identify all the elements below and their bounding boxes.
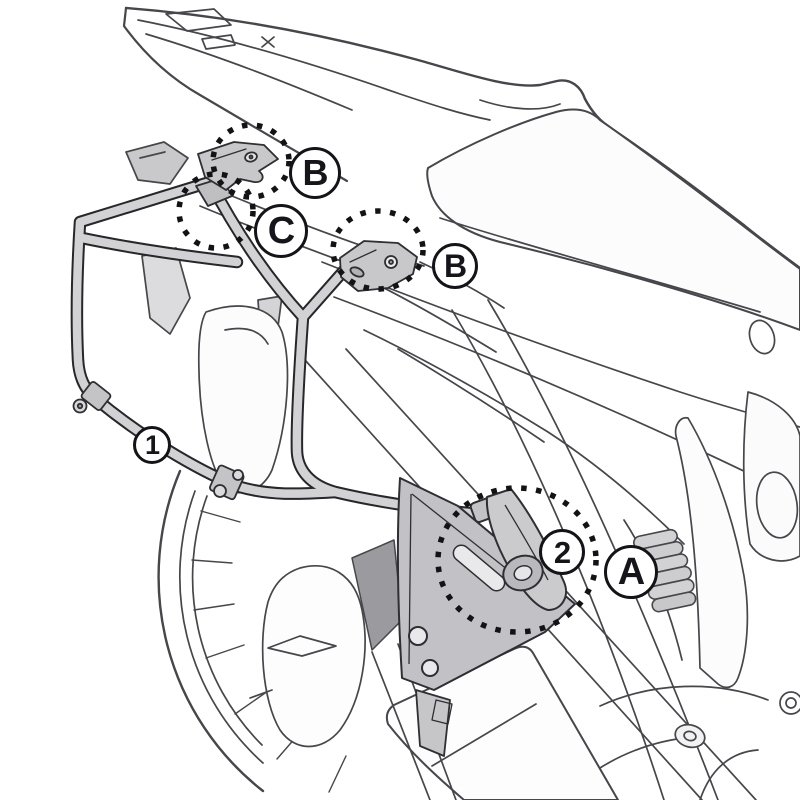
mounting-bracket-rear [339,240,418,292]
side-panels [125,141,289,494]
callout-step-1-label: 1 [144,429,160,460]
callout-step-2: 2 [539,529,585,575]
footpeg-arm [485,488,567,611]
motorcycle-line-art [122,6,800,800]
callout-step-1: 1 [133,426,171,464]
callout-b-lower: B [432,243,478,289]
frame-and-engine-right [559,319,800,800]
callout-b-lower-label: B [443,248,467,284]
footpeg-bracket [396,477,576,757]
highlight-rear-bracket-zone [330,208,426,292]
mounting-bracket-upper [195,141,279,207]
callout-c-label: C [267,210,295,252]
rack-front-clamp [72,381,112,414]
callout-b-upper-label: B [302,152,329,193]
ribbed-damper [633,528,697,613]
highlight-center-bracket-zone [176,171,256,251]
callout-a: A [604,545,658,599]
callout-c: C [254,204,308,258]
rack-mid-clamp [208,464,245,501]
seat [426,108,800,331]
callout-a-label: A [617,551,645,593]
callout-b-upper: B [289,147,341,199]
highlight-footpeg-zone [435,485,599,635]
rear-wheel [157,468,366,793]
highlight-upper-bracket-zone [210,122,292,200]
callout-step-2-label: 2 [553,534,571,570]
lower-hanger-tab [415,689,451,757]
highlight-circles [176,122,599,635]
